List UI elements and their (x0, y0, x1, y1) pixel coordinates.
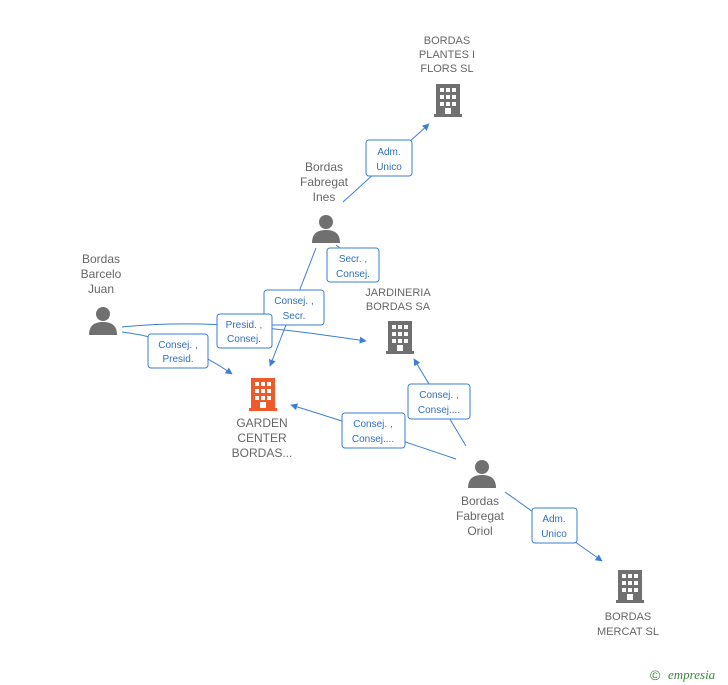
person-icon (468, 460, 496, 488)
edge-label-oriol-garden[interactable]: Consej. , Consej.... (341, 412, 406, 449)
node-label-line-3: BORDAS... (232, 446, 293, 460)
empresia-brand: © empresia (650, 667, 716, 683)
edge-label-line-2: Consej. (336, 269, 370, 280)
edge-label-line-2: Consej.... (418, 405, 460, 416)
node-label-line-3: Ines (313, 190, 336, 204)
node-jardineria-bordas-sa[interactable]: JARDINERIA BORDAS SA (365, 287, 431, 354)
node-label-line-2: MERCAT SL (597, 626, 659, 638)
brand-name: empresia (668, 667, 716, 682)
node-bordas-fabregat-ines[interactable]: Bordas Fabregat Ines (300, 160, 349, 243)
node-label-line-1: Bordas (305, 160, 343, 174)
edge-label-line-2: Consej.... (352, 434, 394, 445)
edge-label-line-2: Secr. (283, 311, 306, 322)
edge-label-line-2: Unico (541, 529, 567, 540)
node-label-line-2: Barcelo (81, 267, 122, 281)
node-garden-center-bordas[interactable]: GARDEN CENTER BORDAS... (232, 378, 293, 460)
node-label-line-1: BORDAS (605, 611, 651, 623)
edge-label-ines-garden[interactable]: Consej. , Secr. (263, 289, 325, 326)
node-bordas-barcelo-juan[interactable]: Bordas Barcelo Juan (81, 252, 122, 335)
edge-label-line-2: Unico (376, 162, 402, 173)
building-icon (616, 570, 644, 603)
edge-label-juan-jardineria[interactable]: Presid. , Consej. (216, 313, 273, 349)
edge-label-oriol-jardineria[interactable]: Consej. , Consej.... (407, 383, 471, 420)
node-label-line-1: GARDEN (236, 416, 287, 430)
edge-label-line-1: Consej. , (158, 340, 197, 351)
edge-label-oriol-mercat[interactable]: Adm. Unico (531, 507, 578, 544)
edge-label-line-2: Presid. (162, 354, 193, 365)
edge-label-line-1: Consej. , (419, 390, 458, 401)
building-icon (434, 84, 462, 117)
node-label-line-2: CENTER (237, 431, 287, 445)
node-label-line-3: Juan (88, 282, 114, 296)
node-label-line-3: FLORS SL (420, 63, 473, 75)
node-label-line-3: Oriol (467, 524, 492, 538)
person-icon (312, 215, 340, 243)
node-label-line-1: BORDAS (424, 35, 470, 47)
node-bordas-fabregat-oriol[interactable]: Bordas Fabregat Oriol (456, 460, 505, 538)
edge-label-line-1: Adm. (542, 514, 565, 525)
node-label-line-1: Bordas (461, 494, 499, 508)
node-label-line-2: PLANTES I (419, 49, 475, 61)
edge-label-line-2: Consej. (227, 334, 261, 345)
edge-label-ines-jardineria[interactable]: Secr. , Consej. (326, 247, 380, 283)
edge-label-line-1: Consej. , (274, 296, 313, 307)
building-icon (249, 378, 277, 411)
edge-label-line-1: Adm. (377, 147, 400, 158)
node-label-line-1: Bordas (82, 252, 120, 266)
node-label-line-2: BORDAS SA (366, 301, 431, 313)
node-label-line-1: JARDINERIA (365, 287, 431, 299)
person-icon (89, 307, 117, 335)
edge-label-line-1: Secr. , (339, 254, 367, 265)
edge-label-line-1: Presid. , (226, 320, 263, 331)
building-icon (386, 321, 414, 354)
node-label-line-2: Fabregat (456, 509, 505, 523)
edge-label-juan-garden[interactable]: Consej. , Presid. (147, 333, 209, 369)
edge-label-ines-plantes[interactable]: Adm. Unico (365, 139, 413, 177)
node-bordas-plantes-i-flors[interactable]: BORDAS PLANTES I FLORS SL (419, 35, 475, 117)
node-label-line-2: Fabregat (300, 175, 349, 189)
edge-label-line-1: Consej. , (353, 419, 392, 430)
node-bordas-mercat-sl[interactable]: BORDAS MERCAT SL (597, 570, 659, 638)
copyright-symbol: © (650, 667, 661, 683)
